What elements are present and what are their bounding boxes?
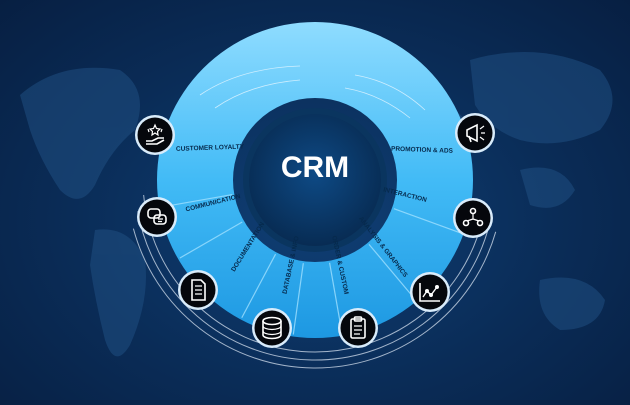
segment-dividers	[161, 193, 462, 335]
database-icon	[252, 308, 292, 348]
crm-core	[249, 114, 381, 246]
segment-label: CUSTOMER LOYALTY	[176, 144, 245, 153]
connector-arc	[132, 228, 497, 369]
network-people-icon	[453, 198, 493, 238]
segment-divider	[179, 221, 243, 259]
crm-title: CRM	[281, 151, 349, 184]
world-map-background	[20, 52, 613, 357]
clipboard-icon	[338, 308, 378, 348]
top-decorative-lines	[199, 65, 426, 119]
segment-label: PROMOTION & ADS	[391, 146, 454, 155]
segment-divider	[161, 193, 233, 208]
megaphone-icon	[455, 113, 495, 153]
line-graph-icon	[410, 272, 450, 312]
connector-lines	[132, 194, 497, 369]
segment-divider	[368, 243, 416, 300]
segment-divider	[393, 208, 462, 234]
chat-bubbles-icon	[137, 197, 177, 237]
segment-divider	[241, 253, 277, 319]
connector-arc	[137, 211, 491, 361]
crm-ring	[157, 22, 473, 338]
loyalty-hand-stars-icon	[135, 115, 175, 155]
segment-divider	[292, 263, 304, 335]
document-icon	[178, 270, 218, 310]
connector-arc	[143, 194, 483, 353]
segment-icons	[135, 113, 495, 348]
